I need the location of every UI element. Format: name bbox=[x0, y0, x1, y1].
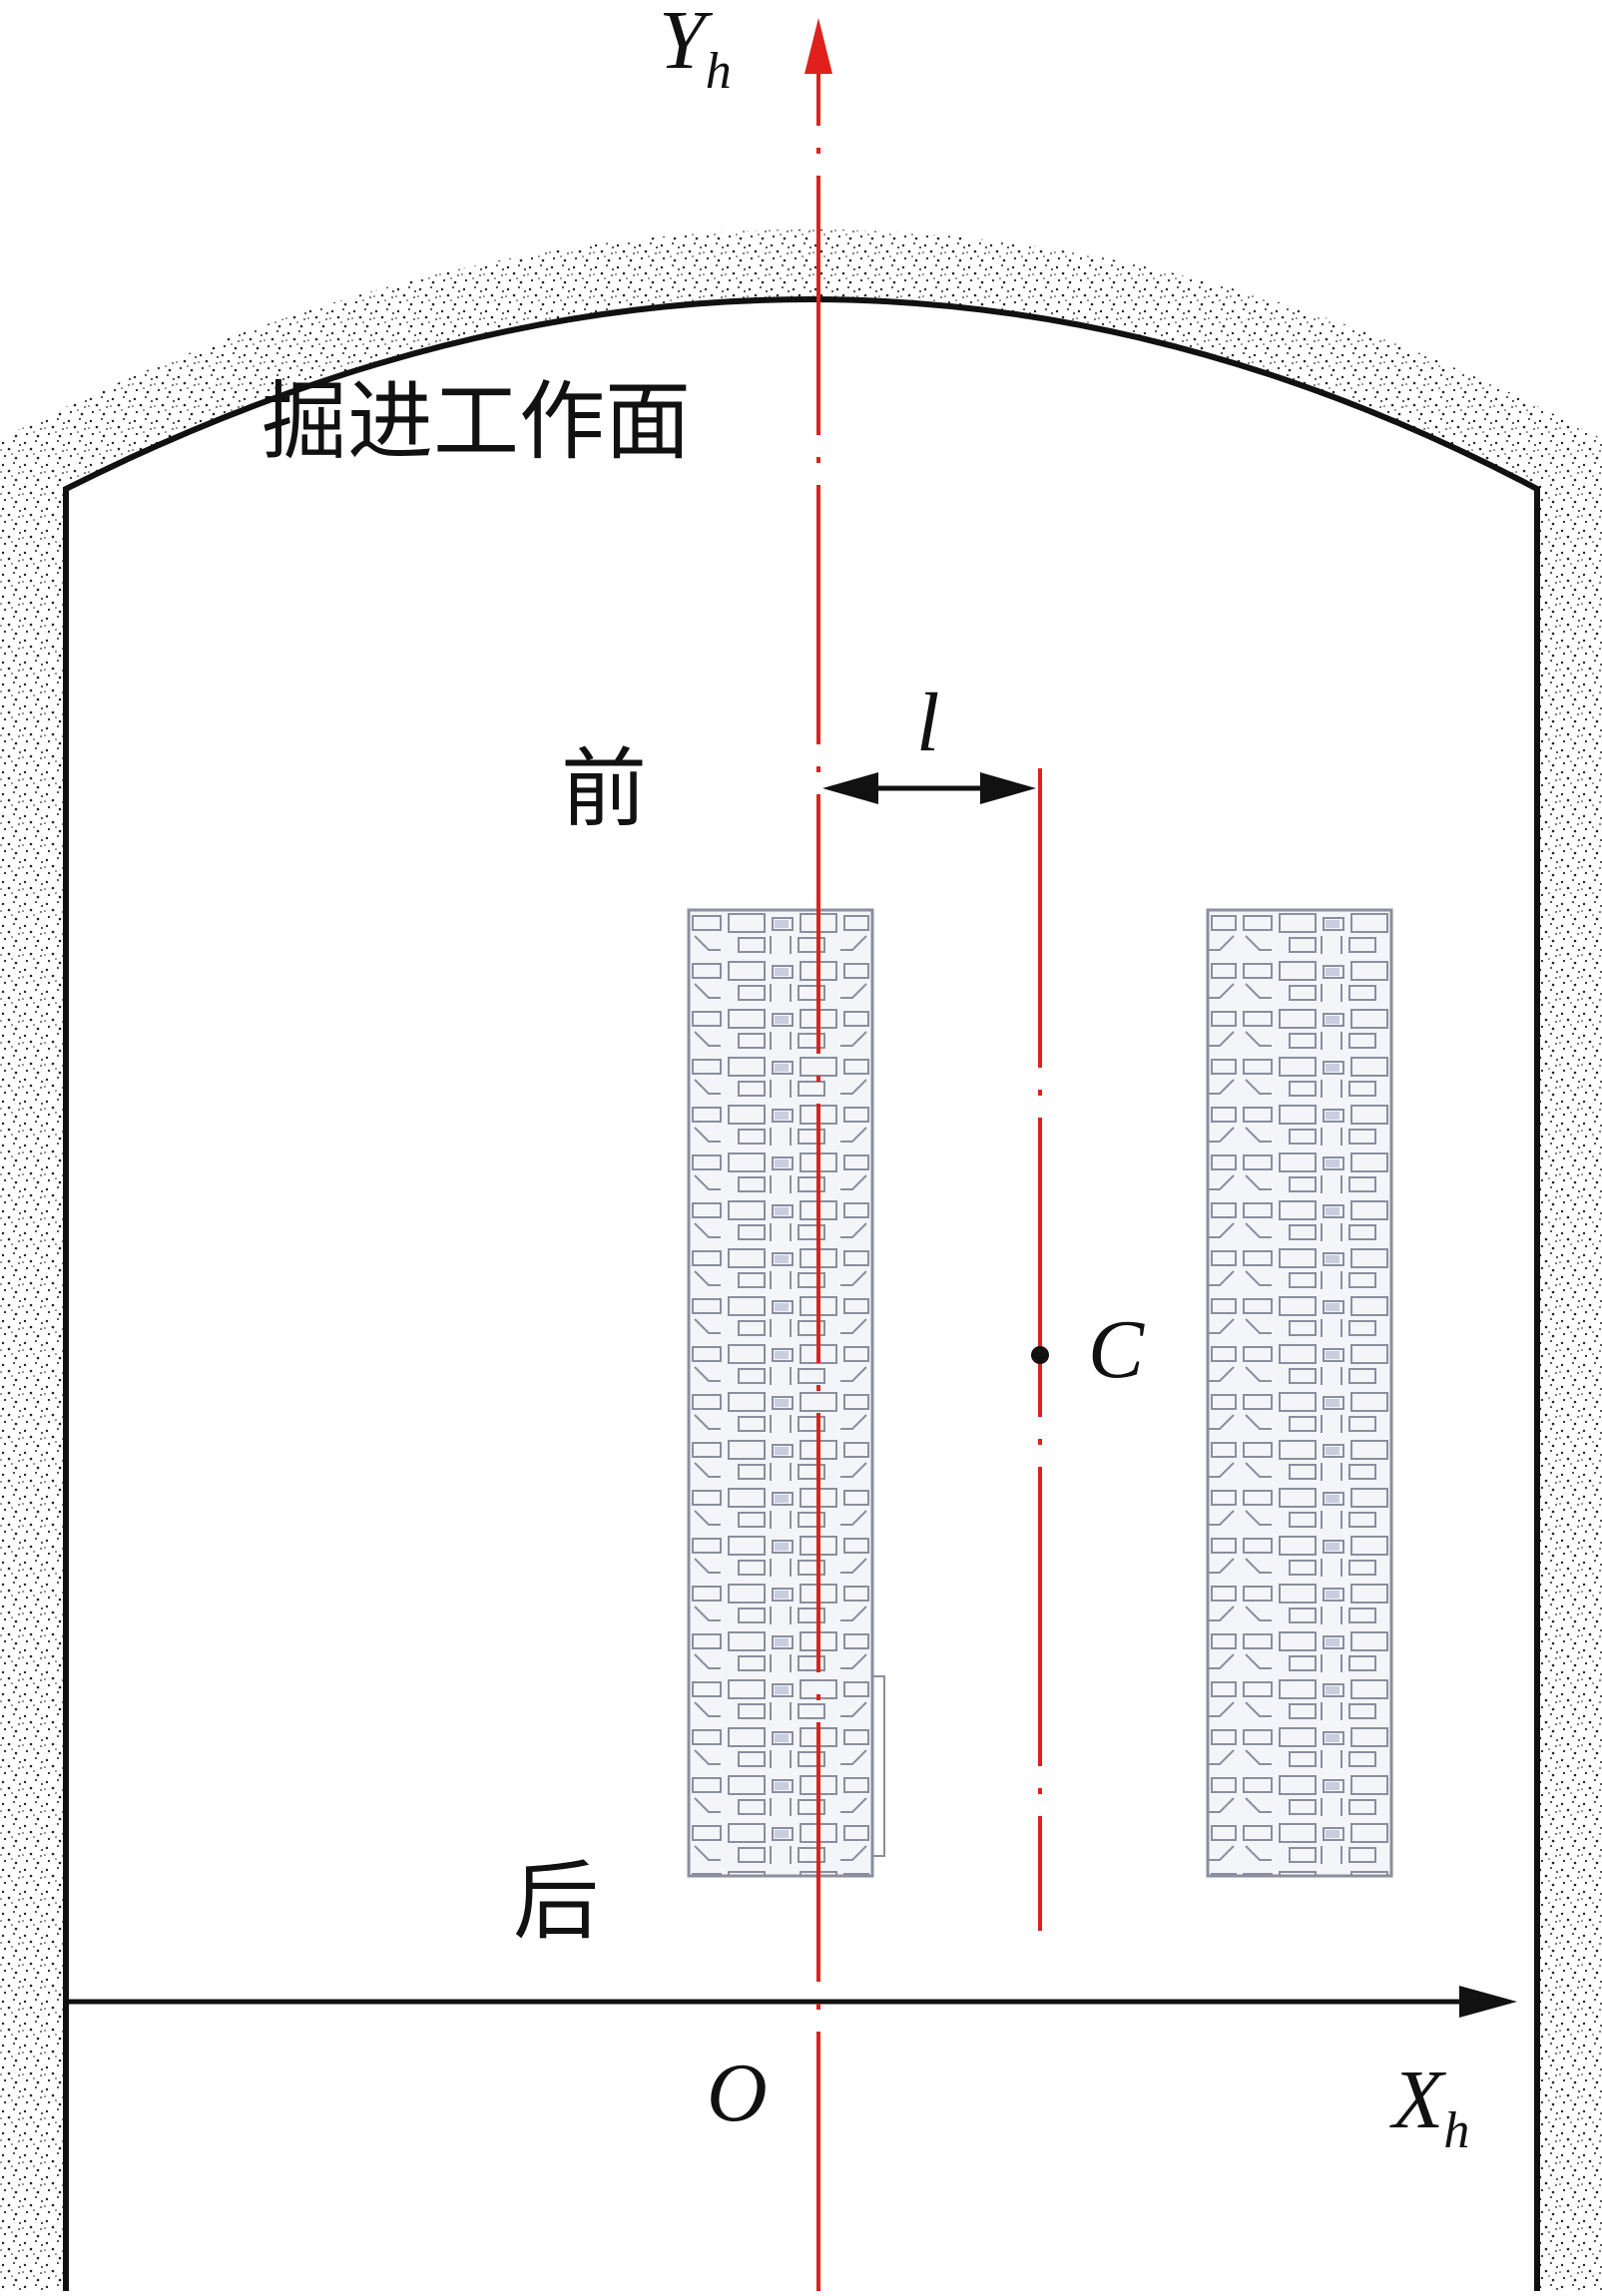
x-axis bbox=[66, 1986, 1517, 2018]
tunnel-outline bbox=[63, 296, 1540, 2291]
y-axis-label: Yh bbox=[659, 0, 732, 100]
x-axis-label: Xh bbox=[1389, 2054, 1469, 2159]
center-point-marker bbox=[1031, 1346, 1049, 1364]
y-axis bbox=[804, 18, 832, 2291]
left-track bbox=[687, 908, 885, 1878]
origin-label: O bbox=[707, 2047, 768, 2139]
front-label: 前 bbox=[561, 739, 647, 839]
working-face-label: 掘进工作面 bbox=[262, 372, 691, 472]
center-point-label: C bbox=[1088, 1303, 1145, 1396]
rear-label: 后 bbox=[513, 1852, 599, 1952]
offset-label: l bbox=[916, 677, 939, 769]
rock-strata bbox=[0, 230, 1602, 2291]
offset-dimension bbox=[822, 772, 1036, 804]
right-track bbox=[1206, 908, 1393, 1878]
